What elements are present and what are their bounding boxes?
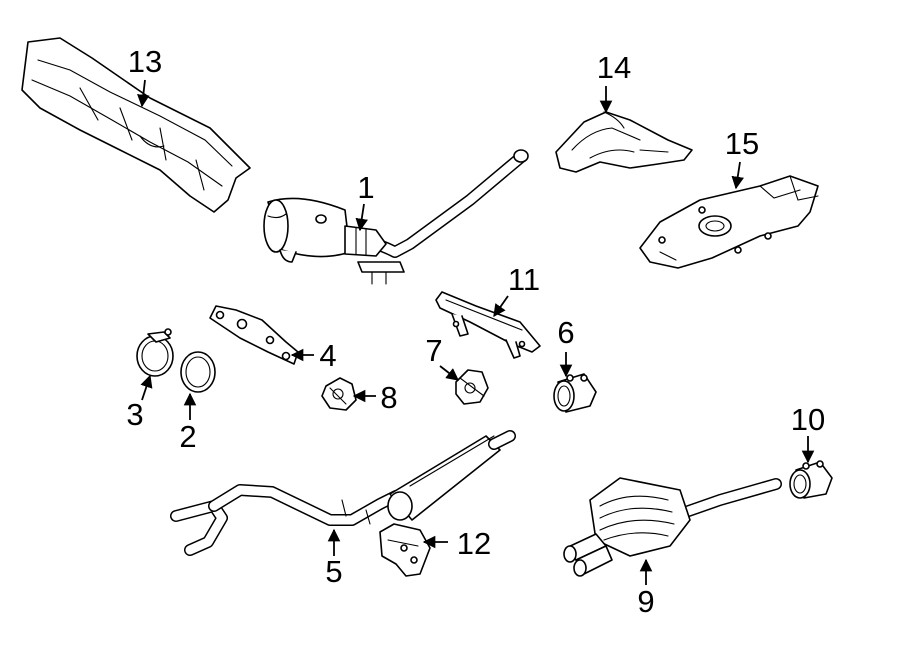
callout-15: 15 (725, 126, 759, 161)
callout-13: 13 (128, 44, 162, 79)
part-14-heat-shield[interactable] (555, 111, 693, 173)
callout-9: 9 (637, 584, 654, 619)
leader-1 (355, 203, 368, 232)
callout-4: 4 (319, 338, 336, 373)
part-7-hanger[interactable] (455, 369, 489, 405)
callout-11: 11 (508, 262, 540, 297)
leader-3 (140, 374, 153, 401)
leader-13 (137, 79, 150, 108)
callout-14: 14 (597, 50, 631, 85)
callout-labels: 1 2 3 4 5 6 7 8 9 10 11 12 13 14 15 (126, 44, 825, 619)
part-12-bracket[interactable] (379, 523, 431, 577)
part-6-clamp[interactable] (553, 373, 597, 413)
callout-6: 6 (557, 315, 574, 350)
part-5-intermediate-pipe[interactable] (170, 430, 516, 556)
leader-15 (731, 161, 744, 190)
callout-10: 10 (791, 402, 825, 437)
part-15-heat-shield[interactable] (639, 175, 819, 269)
part-4-bracket[interactable] (209, 305, 299, 365)
callout-5: 5 (325, 554, 342, 589)
part-1-front-pipe[interactable] (263, 149, 529, 285)
leader-11 (493, 295, 509, 318)
part-13-heat-shield[interactable] (21, 37, 251, 213)
part-10-clamp[interactable] (789, 460, 833, 499)
part-11-bracket[interactable] (435, 291, 541, 359)
callout-7: 7 (425, 333, 442, 368)
callout-8: 8 (380, 380, 397, 415)
callout-3: 3 (126, 397, 143, 432)
leader-lines (137, 79, 815, 585)
callout-2: 2 (179, 419, 196, 454)
leader-7 (439, 365, 459, 381)
part-9-rear-muffler[interactable] (563, 477, 782, 577)
part-3-clamp[interactable] (136, 328, 174, 377)
callout-1: 1 (357, 170, 374, 205)
part-8-hanger[interactable] (321, 377, 357, 411)
callout-12: 12 (457, 526, 491, 561)
part-2-gasket[interactable] (180, 351, 216, 393)
